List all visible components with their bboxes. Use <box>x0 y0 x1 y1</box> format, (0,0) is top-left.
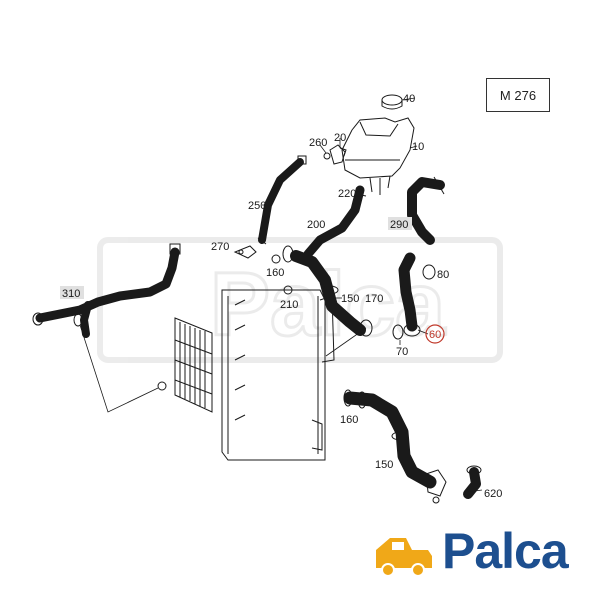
part-label-70: 70 <box>396 346 408 358</box>
expansion-tank <box>341 94 415 195</box>
hose-290 <box>407 176 445 245</box>
connector-270 <box>233 245 257 259</box>
part-label-60: 60 <box>429 329 441 341</box>
engine-model-label: M 276 <box>486 78 550 112</box>
hose-150-upper <box>271 245 373 337</box>
part-label-160-upper: 160 <box>266 267 284 279</box>
part-label-290: 290 <box>390 219 408 231</box>
part-label-10: 10 <box>412 141 424 153</box>
part-label-40: 40 <box>403 93 415 105</box>
plug-small <box>157 381 167 391</box>
truck-icon <box>376 538 432 577</box>
part-label-170: 170 <box>365 293 383 305</box>
highlight-ring-60 <box>425 324 445 344</box>
fitting-620 <box>463 465 482 499</box>
condenser <box>174 317 213 413</box>
hose-60 <box>392 252 436 340</box>
part-label-260: 260 <box>309 137 327 149</box>
part-label-200: 200 <box>307 219 325 231</box>
part-290-bg <box>388 217 412 230</box>
hose-310 <box>32 243 181 338</box>
logo-wordmark: Palca <box>442 523 569 579</box>
part-label-210: 210 <box>280 299 298 311</box>
hose-250 <box>257 155 307 245</box>
part-label-150-lower: 150 <box>375 459 393 471</box>
part-label-270: 270 <box>211 241 229 253</box>
palca-logo: Palca <box>370 520 580 590</box>
radiator <box>221 289 335 461</box>
part-label-220: 220 <box>338 188 356 200</box>
part-label-620: 620 <box>484 488 502 500</box>
hose-200 <box>303 185 367 259</box>
tank-fittings <box>323 144 347 165</box>
part-label-160-lower: 160 <box>340 414 358 426</box>
part-label-150-upper: 150 <box>341 293 359 305</box>
part-label-20: 20 <box>334 132 346 144</box>
hose-150-lower <box>343 389 447 504</box>
part-310-bg <box>60 286 84 299</box>
part-label-250: 250 <box>248 200 266 212</box>
part-label-80: 80 <box>437 269 449 281</box>
part-label-310: 310 <box>62 288 80 300</box>
